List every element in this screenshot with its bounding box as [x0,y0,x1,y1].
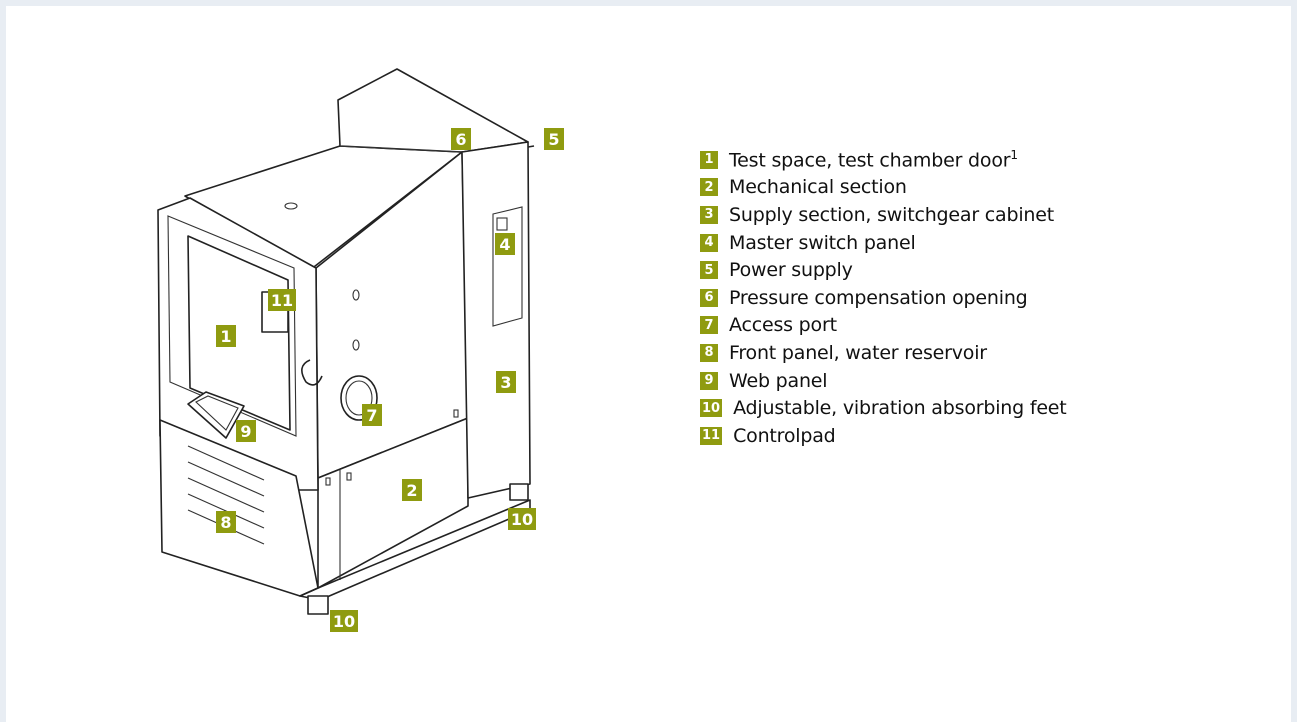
tag-2: 2 [402,479,422,501]
tag-10-front: 10 [330,610,358,632]
access-port [340,375,378,421]
legend-item: 4 Master switch panel [700,229,1067,257]
mechanical-panel [317,417,469,589]
legend-badge: 2 [700,178,718,197]
tag-9: 9 [236,420,256,442]
svg-text:5: 5 [548,130,559,149]
tag-7: 7 [362,404,382,426]
door-handle [301,359,323,386]
legend-badge: 1 [700,150,718,169]
web-panel [187,391,245,439]
legend-item: 7 Access port [700,312,1067,340]
door-frame [167,215,297,437]
legend-label: Controlpad [733,424,836,447]
svg-text:2: 2 [406,481,417,500]
legend-item: 5 Power supply [700,256,1067,284]
legend-item: 6 Pressure compensation opening [700,284,1067,312]
tag-6: 6 [451,128,471,150]
legend-badge: 4 [700,233,718,252]
top-hole [284,202,298,210]
svg-text:1: 1 [220,327,231,346]
legend-badge: 5 [700,261,718,280]
legend-label: Power supply [729,259,853,282]
legend-label: Access port [729,314,837,337]
legend-label: Test space, test chamber door [729,149,1011,172]
legend-label: Mechanical section [729,176,907,199]
legend-badge: 7 [700,316,718,335]
svg-text:4: 4 [499,235,510,254]
test-chamber-door [187,235,291,431]
foot-back [509,483,529,501]
legend-label: Master switch panel [729,231,916,254]
tag-10-back: 10 [508,508,536,530]
tag-11: 11 [268,289,296,311]
legend-item: 8 Front panel, water reservoir [700,339,1067,367]
tag-3: 3 [496,371,516,393]
svg-text:10: 10 [333,612,355,631]
cabinet-top [337,68,529,153]
legend-item: 2 Mechanical section [700,174,1067,202]
tag-1: 1 [216,325,236,347]
legend-badge: 11 [700,426,723,445]
svg-text:11: 11 [271,291,293,310]
legend-badge: 3 [700,205,718,224]
tag-8: 8 [216,511,236,533]
svg-text:3: 3 [500,373,511,392]
svg-text:7: 7 [366,406,377,425]
legend-label: Adjustable, vibration absorbing feet [733,397,1067,420]
legend-label: Supply section, switchgear cabinet [729,203,1055,226]
legend-label: Pressure compensation opening [729,286,1028,309]
legend-label: Front panel, water reservoir [729,341,987,364]
legend-badge: 8 [700,343,718,362]
legend-badge: 6 [700,288,718,307]
svg-text:9: 9 [240,422,251,441]
legend-item: 10 Adjustable, vibration absorbing feet [700,394,1067,422]
footnote-marker: 1 [1010,148,1018,163]
legend-item: 9 Web panel [700,367,1067,395]
svg-text:10: 10 [511,510,533,529]
master-switch-recess [492,206,523,327]
legend-badge: 10 [700,399,723,418]
legend-item: 11 Controlpad [700,422,1067,450]
legend-item: 3 Supply section, switchgear cabinet [700,201,1067,229]
supply-cabinet [461,141,531,499]
svg-text:6: 6 [455,130,466,149]
tag-5: 5 [544,128,564,150]
legend-badge: 9 [700,371,718,390]
foot-front [307,595,329,615]
svg-text:8: 8 [220,513,231,532]
tag-4: 4 [495,233,515,255]
legend-label: Web panel [729,369,828,392]
